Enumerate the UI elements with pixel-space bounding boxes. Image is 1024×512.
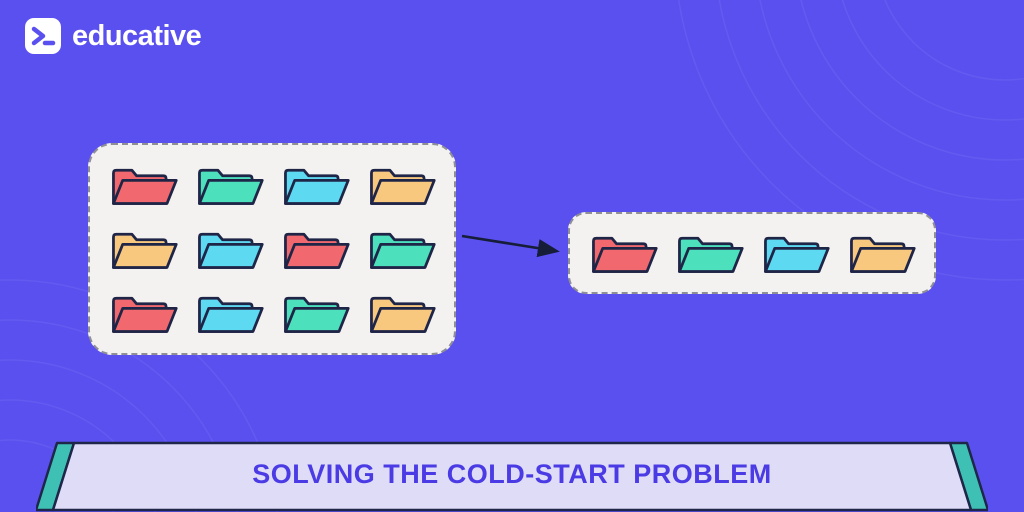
folder-icon (284, 296, 350, 333)
filtered-folders-box (568, 212, 936, 294)
folder-icon (370, 232, 436, 269)
folder-icon (112, 296, 178, 333)
folder-icon (284, 168, 350, 205)
folder-icon (370, 168, 436, 205)
folder-row (106, 289, 438, 337)
folder-icon (764, 236, 830, 273)
folder-icon (370, 296, 436, 333)
folder-row (586, 229, 918, 277)
educative-logo: educative (24, 17, 202, 55)
folder-icon (112, 168, 178, 205)
folder-row (106, 225, 438, 273)
folder-icon (198, 296, 264, 333)
folder-icon (198, 232, 264, 269)
folder-icon (850, 236, 916, 273)
terminal-prompt-icon (24, 17, 62, 55)
right-arrow-icon (461, 234, 560, 258)
folder-row (106, 161, 438, 209)
folder-icon (198, 168, 264, 205)
banner-title: SOLVING THE COLD-START PROBLEM (252, 459, 772, 489)
title-banner: SOLVING THE COLD-START PROBLEM (36, 441, 988, 512)
logo-text: educative (72, 20, 202, 52)
folder-icon (592, 236, 658, 273)
folder-collection-box (88, 143, 456, 355)
banner-ribbon-shape (36, 441, 988, 512)
folder-icon (284, 232, 350, 269)
folder-icon (678, 236, 744, 273)
folder-icon (112, 232, 178, 269)
